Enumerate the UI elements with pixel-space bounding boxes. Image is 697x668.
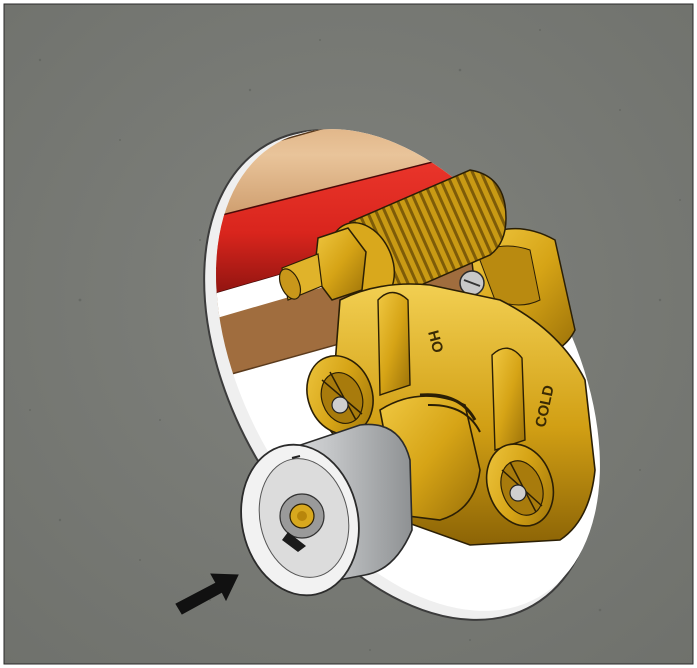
port-screw-icon (331, 396, 349, 414)
hot-inlet-port (306, 355, 374, 435)
stop-tab (282, 532, 306, 552)
wall-texture (29, 29, 681, 651)
mounting-ear-left (377, 291, 411, 396)
arrow-icon (175, 573, 239, 615)
plaster-guard-sleeve (240, 423, 413, 597)
port-screw-icon (509, 484, 527, 502)
hot-marking: HO (424, 329, 446, 355)
cold-inlet-port (485, 443, 555, 527)
threaded-nipple (278, 169, 507, 307)
mounting-ear-right (491, 347, 526, 451)
